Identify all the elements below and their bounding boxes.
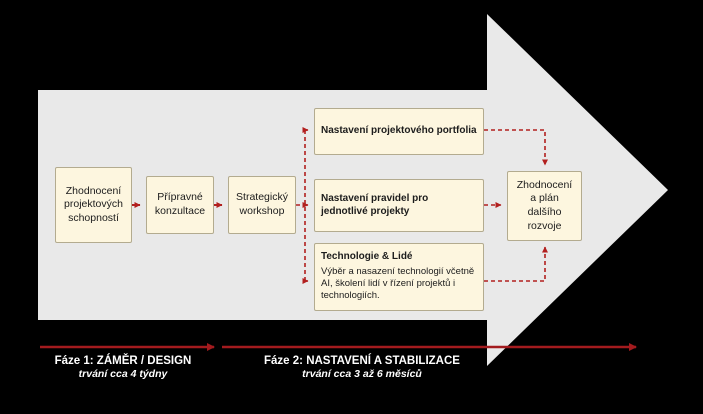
box-technology-people-title: Technologie & Lidé [321, 251, 413, 263]
timeline-phase1-subtitle: trvání cca 4 týdny [78, 368, 168, 381]
merge-from-portfolio [484, 129, 548, 166]
timeline-phase1-title: Fáze 1: ZÁMĚR / DESIGN [54, 355, 192, 367]
box-project-rules-title: Nastavení pravidel pro jednotlivé projek… [321, 193, 429, 217]
box-project-assessment: Zhodnocení projektových schopností [55, 167, 132, 243]
timeline-phase1-label: Fáze 1: ZÁMĚR / DESIGN trvání cca 4 týdn… [35, 354, 211, 382]
timeline-phase2-title: Fáze 2: NASTAVENÍ A STABILIZACE [264, 355, 460, 367]
box-project-portfolio: Nastavení projektového portfolia [314, 108, 484, 155]
timeline-phase2-subtitle: trvání cca 3 až 6 měsíců [302, 368, 422, 381]
box-preparatory-consultation: Přípravné konzultace [146, 176, 214, 234]
box-strategic-workshop: Strategický workshop [228, 176, 296, 234]
box-review-next-plan: Zhodnocení a plán dalšího rozvoje [507, 171, 582, 241]
box-technology-people-body: Výběr a nasazení technologií včetně AI, … [321, 265, 475, 302]
box-project-rules: Nastavení pravidel pro jednotlivé projek… [314, 179, 484, 232]
timeline-phase2-label: Fáze 2: NASTAVENÍ A STABILIZACE trvání c… [238, 354, 486, 382]
box-project-portfolio-title: Nastavení projektového portfolia [321, 125, 477, 137]
box-technology-people: Technologie & Lidé Výběr a nasazení tech… [314, 243, 484, 311]
